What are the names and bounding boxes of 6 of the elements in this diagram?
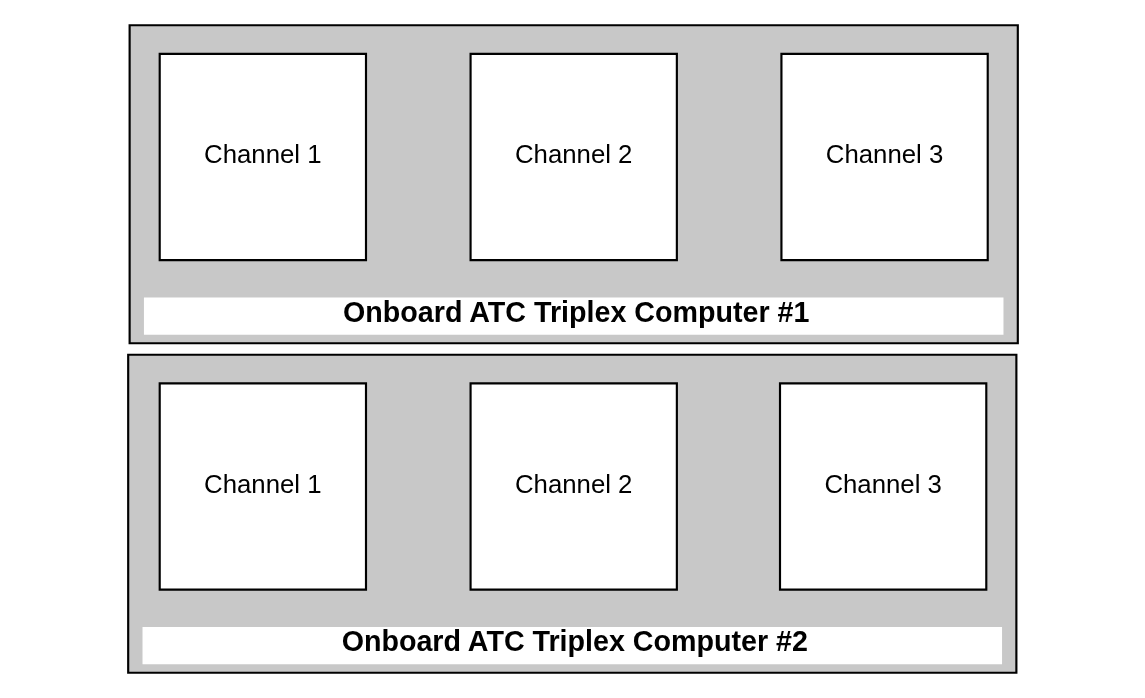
node-box: Channel 2 [469, 52, 678, 262]
node-box: Channel 3 [779, 52, 989, 262]
node-box: Channel 1 [158, 382, 367, 591]
node-box: Channel 2 [469, 382, 678, 591]
node-box: Channel 1 [158, 52, 367, 262]
node-box: Channel 3 [778, 382, 987, 591]
